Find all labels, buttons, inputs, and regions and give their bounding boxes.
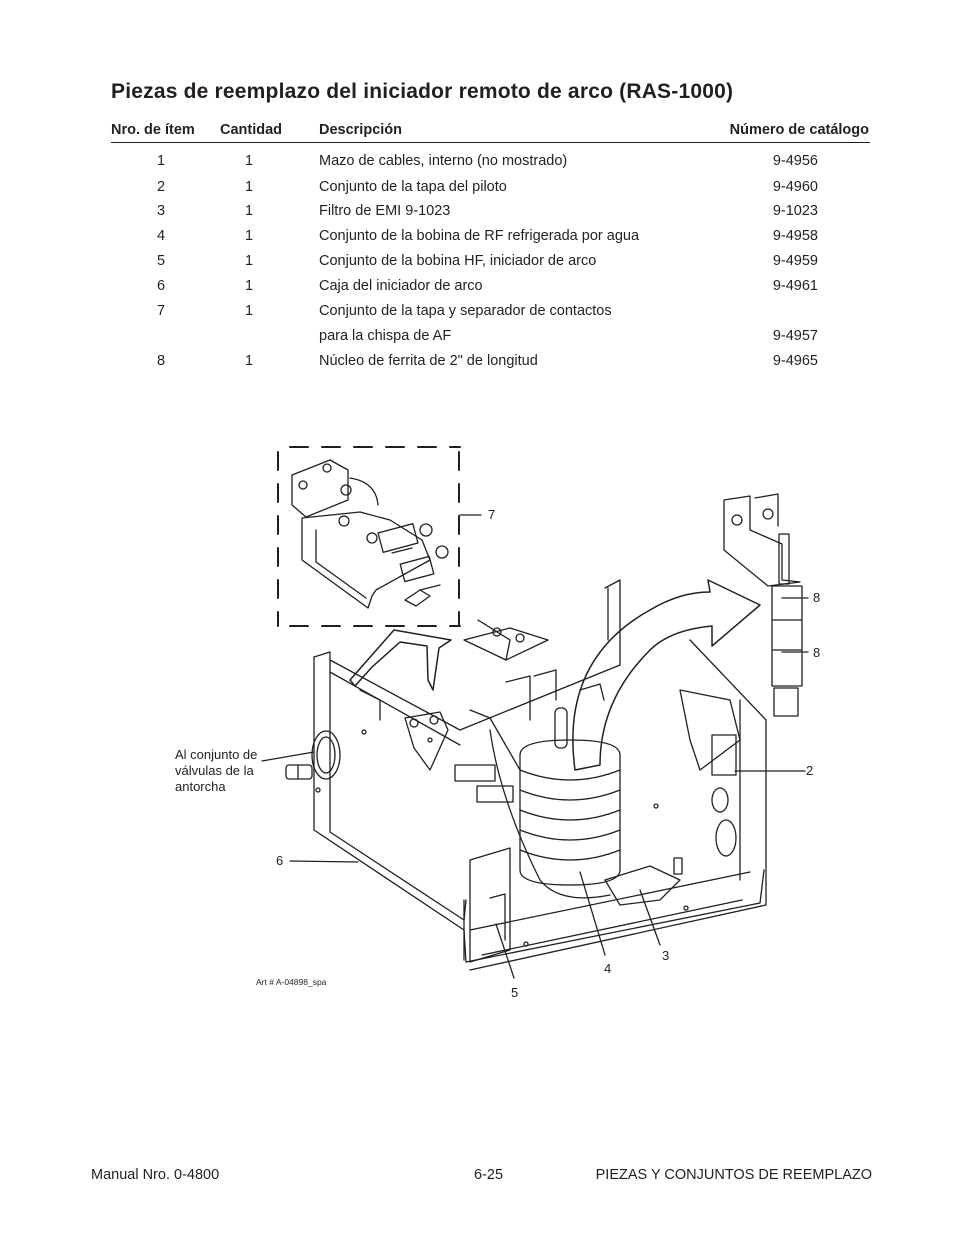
left-arrow-outline — [349, 629, 452, 691]
cell-cat: 9-4956 — [772, 153, 818, 169]
torch-connector — [285, 730, 341, 780]
cell-item: 1 — [156, 153, 166, 169]
footer-manual-number: Manual Nro. 0-4800 — [91, 1167, 220, 1183]
table-row: 4 1 Conjunto de la bobina de RF refriger… — [0, 228, 954, 248]
cell-item: 4 — [156, 228, 166, 244]
hf-coil-block — [469, 847, 511, 963]
torch-label: Al conjunto de válvulas de la antorcha — [175, 747, 257, 795]
leader-line-4 — [579, 871, 606, 956]
header-item: Nro. de ítem — [111, 122, 195, 138]
table-row: 3 1 Filtro de EMI 9-1023 9-1023 — [0, 203, 954, 223]
table-row: 5 1 Conjunto de la bobina HF, iniciador … — [0, 253, 954, 273]
leader-line-torch — [261, 751, 315, 762]
leader-line-5 — [495, 923, 515, 979]
cell-cat: 9-4965 — [772, 353, 818, 369]
cell-item: 5 — [156, 253, 166, 269]
table-row: 7 1 Conjunto de la tapa y separador de c… — [0, 303, 954, 323]
table-row: 1 1 Mazo de cables, interno (no mostrado… — [0, 153, 954, 173]
cell-item: 6 — [156, 278, 166, 294]
footer-page-number: 6-25 — [474, 1167, 504, 1183]
inset-dashed-box — [277, 446, 461, 627]
torch-label-line: Al conjunto de — [175, 747, 258, 762]
cell-item: 3 — [156, 203, 166, 219]
cell-qty: 1 — [244, 303, 254, 319]
table-row: 2 1 Conjunto de la tapa del piloto 9-496… — [0, 179, 954, 199]
table-row: 8 1 Núcleo de ferrita de 2" de longitud … — [0, 353, 954, 373]
cell-desc: Filtro de EMI 9-1023 — [319, 203, 451, 219]
callout-4: 4 — [604, 961, 612, 976]
cell-qty: 1 — [244, 228, 254, 244]
cell-desc: Caja del iniciador de arco — [319, 278, 483, 294]
leader-line-3 — [639, 889, 661, 946]
footer-section-title: PIEZAS Y CONJUNTOS DE REEMPLAZO — [595, 1167, 872, 1183]
cell-item: 2 — [156, 179, 166, 195]
callout-8b: 8 — [813, 645, 821, 660]
ferrite-core-assembly — [723, 493, 803, 717]
header-qty: Cantidad — [220, 122, 283, 138]
top-bracket — [463, 619, 549, 661]
cell-qty: 1 — [244, 353, 254, 369]
cell-cat: 9-4959 — [772, 253, 818, 269]
cell-qty: 1 — [244, 203, 254, 219]
cell-cat: 9-4957 — [772, 328, 818, 344]
cell-desc: Conjunto de la tapa del piloto — [319, 179, 507, 195]
torch-label-line: antorcha — [175, 779, 226, 794]
header-rule — [111, 142, 870, 143]
cell-qty: 1 — [244, 253, 254, 269]
page-title: Piezas de reemplazo del iniciador remoto… — [111, 80, 734, 103]
cell-cat: 9-4961 — [772, 278, 818, 294]
cell-qty: 1 — [244, 278, 254, 294]
callout-6: 6 — [276, 853, 284, 868]
pilot-cap-assembly — [679, 689, 741, 857]
cell-desc: Conjunto de la tapa y separador de conta… — [319, 303, 612, 319]
cell-item: 8 — [156, 353, 166, 369]
spark-gap-assembly — [291, 459, 449, 609]
rf-coil — [489, 729, 621, 899]
cell-desc: Conjunto de la bobina de RF refrigerada … — [319, 228, 640, 244]
leader-line-6 — [289, 860, 359, 863]
internal-brackets — [404, 669, 605, 803]
curved-arrow-outline — [572, 579, 761, 771]
callout-5: 5 — [511, 985, 519, 1000]
cell-cat: 9-1023 — [772, 203, 818, 219]
callout-8a: 8 — [813, 590, 821, 605]
cell-qty: 1 — [244, 153, 254, 169]
callout-2: 2 — [806, 763, 814, 778]
cell-cat: 9-4960 — [772, 179, 818, 195]
torch-label-line: válvulas de la — [175, 763, 254, 778]
cell-desc: Núcleo de ferrita de 2" de longitud — [319, 353, 538, 369]
cell-desc: para la chispa de AF — [319, 328, 452, 344]
emi-filter — [604, 857, 683, 906]
cell-item: 7 — [156, 303, 166, 319]
header-desc: Descripción — [319, 122, 402, 138]
table-row: para la chispa de AF 9-4957 — [0, 328, 954, 348]
header-cat: Número de catálogo — [729, 122, 869, 138]
table-row: 6 1 Caja del iniciador de arco 9-4961 — [0, 278, 954, 298]
art-number: Art # A-04898_spa — [256, 977, 327, 987]
cell-qty: 1 — [244, 179, 254, 195]
enclosure-box — [313, 579, 767, 971]
callout-7: 7 — [488, 507, 496, 522]
cell-desc: Mazo de cables, interno (no mostrado) — [319, 153, 568, 169]
callout-3: 3 — [662, 948, 670, 963]
cell-cat: 9-4958 — [772, 228, 818, 244]
cell-desc: Conjunto de la bobina HF, iniciador de a… — [319, 253, 597, 269]
